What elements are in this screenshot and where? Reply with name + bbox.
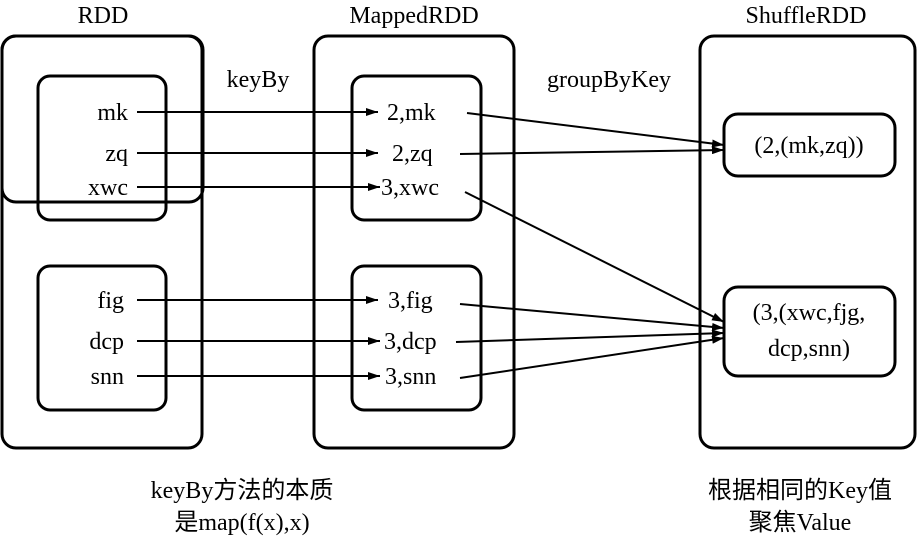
column-title-rdd: RDD <box>78 3 129 29</box>
rdd-item: zq <box>105 141 128 167</box>
shuffle-group-text: (2,(mk,zq)) <box>754 133 863 159</box>
caption-right-line-1: 根据相同的Key值 <box>708 477 892 504</box>
shuffle-group-text: dcp,snn) <box>768 336 850 362</box>
operation-label-keyby: keyBy <box>227 67 290 93</box>
mapped-rdd-outline <box>312 34 516 450</box>
groupbykey-arrow <box>464 191 725 323</box>
rdd-partition-2 <box>36 264 168 412</box>
rdd-item: xwc <box>88 175 128 201</box>
shuffle-rdd-outline <box>698 34 917 450</box>
caption-left-line-2: 是map(f(x),x) <box>174 510 309 536</box>
rdd-item: snn <box>91 364 124 390</box>
caption-right-line-2: 聚焦Value <box>749 509 852 536</box>
rdd-outline <box>0 34 204 450</box>
groupbykey-arrow <box>459 335 725 379</box>
mapped-partition-1 <box>350 74 483 222</box>
groupbykey-arrow <box>459 146 725 155</box>
shuffle-group-2 <box>722 285 897 378</box>
mapped-item: 2,zq <box>392 141 433 167</box>
mapped-item: 3,xwc <box>381 175 439 201</box>
mapped-partition-2 <box>350 264 483 412</box>
caption-left-line-1: keyBy方法的本质 <box>151 477 334 504</box>
rdd-partition-1 <box>36 74 168 222</box>
column-title-mapped: MappedRDD <box>349 3 478 29</box>
rdd-item: mk <box>97 100 128 126</box>
mapped-item: 3,fig <box>388 288 433 314</box>
groupbykey-arrow <box>459 303 725 331</box>
rdd-item: fig <box>97 288 124 314</box>
shuffle-group-text: (3,(xwc,fjg, <box>753 300 866 326</box>
mapped-item: 3,snn <box>385 364 436 390</box>
operation-label-groupbykey: groupByKey <box>547 67 671 93</box>
mapped-item: 2,mk <box>387 100 436 126</box>
rdd-item: dcp <box>89 329 124 355</box>
mapped-item: 3,dcp <box>384 329 437 355</box>
groupbykey-arrow <box>455 329 725 343</box>
groupbykey-arrow <box>466 112 725 148</box>
column-title-shuffle: ShuffleRDD <box>746 3 867 29</box>
